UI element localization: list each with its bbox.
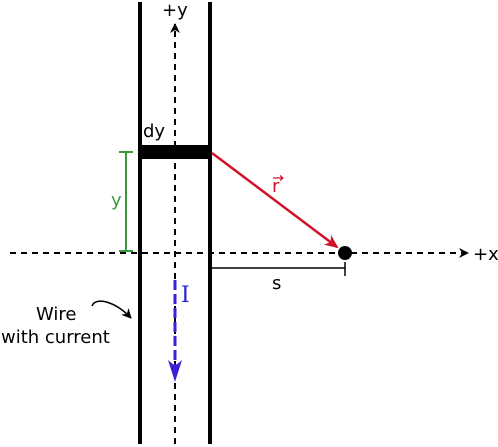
r-label: r: [272, 176, 280, 197]
wire-label-line2: with current: [1, 327, 110, 348]
current-arrowhead: [168, 360, 182, 382]
s-distance-bracket: [209, 262, 346, 276]
r-vector-hat-icon: [273, 175, 284, 181]
y-axis-label: +y: [162, 0, 188, 21]
wire-pointer-arrow: [91, 300, 132, 319]
x-axis-label: +x: [473, 244, 498, 265]
dy-element: [139, 145, 212, 159]
y-distance-bracket: [119, 151, 133, 252]
dy-label: dy: [143, 121, 165, 142]
observation-point: [338, 246, 352, 260]
r-vector-label: r: [272, 175, 284, 197]
y-label: y: [111, 190, 122, 211]
wire-label-line1: Wire: [36, 304, 76, 325]
s-label: s: [272, 273, 281, 294]
r-vector: [211, 152, 339, 249]
current-label: I: [181, 283, 190, 308]
